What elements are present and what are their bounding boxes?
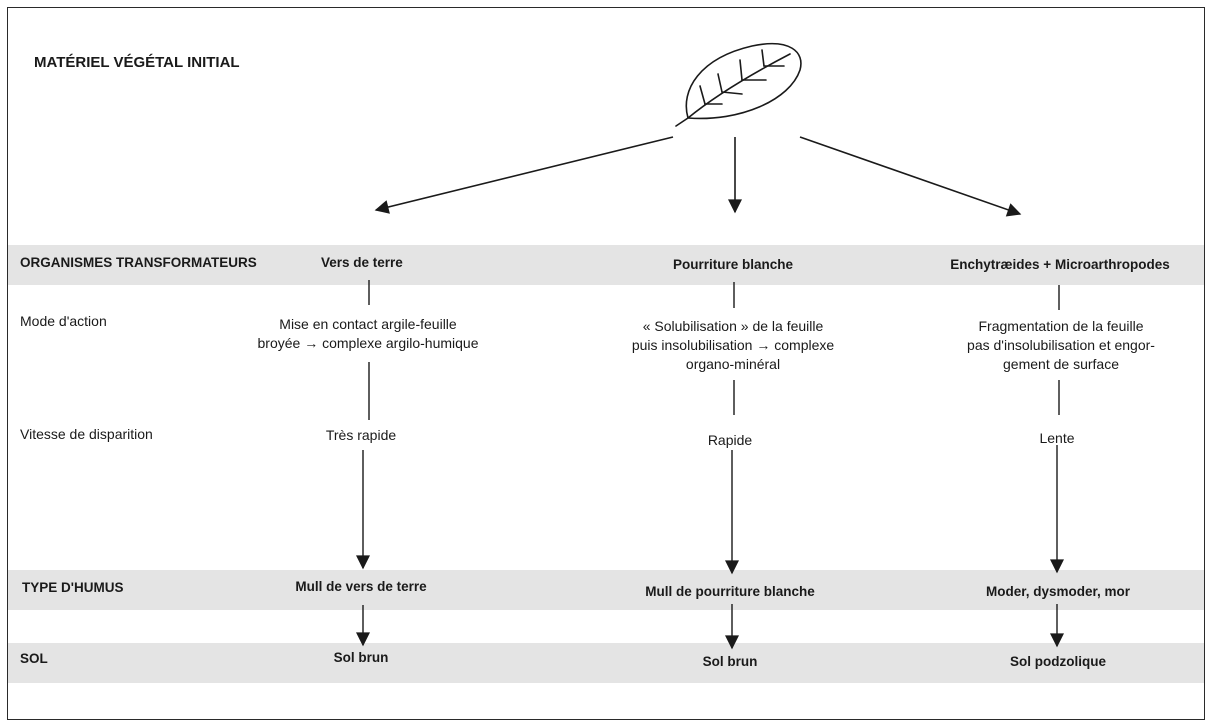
humus-col3: Moder, dysmoder, mor	[985, 584, 1131, 599]
arrow-leaf-to-col3	[799, 136, 1022, 217]
leaf-icon	[675, 42, 802, 127]
organism-pourriture-blanche: Pourriture blanche	[672, 257, 794, 272]
mode-line: puis insolubilisation → complexe	[631, 337, 835, 353]
sol-col3: Sol podzolique	[1010, 654, 1106, 669]
row-label-organismes: ORGANISMES TRANSFORMATEURS	[20, 255, 257, 270]
row-label-mode: Mode d'action	[20, 313, 107, 329]
sol-col2: Sol brun	[702, 654, 758, 669]
vitesse-col1: Très rapide	[325, 427, 397, 443]
mode-line: Fragmentation de la feuille	[978, 318, 1144, 334]
organism-enchytraeides: Enchytræides + Microarthropodes	[950, 257, 1170, 272]
mode-line: « Solubilisation » de la feuille	[642, 318, 824, 334]
band-organismes	[8, 245, 1204, 285]
row-label-vitesse: Vitesse de disparition	[20, 426, 153, 442]
arrow-leaf-to-col1	[374, 136, 674, 214]
mode-line: broyée → complexe argilo-humique	[257, 335, 479, 351]
mode-line: pas d'insolubilisation et engor-	[967, 337, 1155, 353]
diagram-title: MATÉRIEL VÉGÉTAL INITIAL	[34, 54, 240, 71]
mode-line: gement de surface	[1003, 356, 1119, 372]
humus-col1: Mull de vers de terre	[295, 579, 427, 594]
mode-line: Mise en contact argile-feuille	[279, 316, 457, 332]
mode-action-col3: Fragmentation de la feuille pas d'insolu…	[967, 317, 1155, 374]
vitesse-col3: Lente	[1039, 430, 1075, 446]
sol-col1: Sol brun	[333, 650, 389, 665]
organism-vers-de-terre: Vers de terre	[321, 255, 403, 270]
row-label-humus: TYPE D'HUMUS	[22, 580, 124, 595]
mode-action-col1: Mise en contact argile-feuille broyée → …	[258, 315, 479, 353]
vitesse-col2: Rapide	[707, 432, 753, 448]
band-humus	[8, 570, 1204, 610]
row-label-sol: SOL	[20, 651, 48, 666]
mode-action-col2: « Solubilisation » de la feuille puis in…	[632, 317, 834, 374]
diagram-frame	[7, 7, 1205, 720]
humus-col2: Mull de pourriture blanche	[645, 584, 815, 599]
band-sol	[8, 643, 1204, 683]
mode-line: organo-minéral	[685, 356, 781, 372]
